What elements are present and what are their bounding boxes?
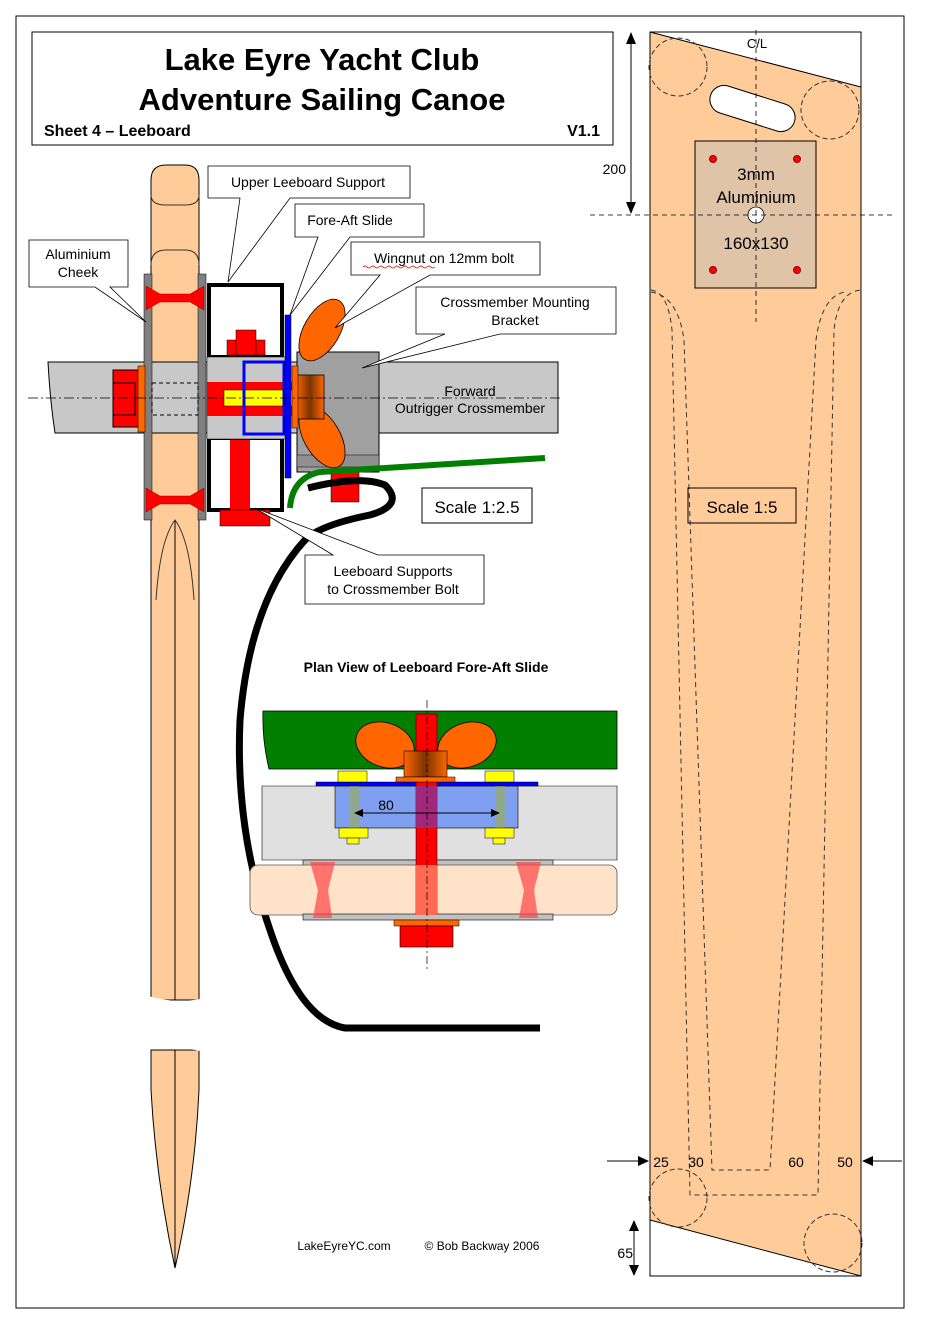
callout-crossmember-bracket: Crossmember Mounting Bracket	[361, 286, 617, 369]
leeboard-profile: C/L 3mm Aluminium 160x130 Scale 1:5 200 …	[590, 30, 902, 1277]
title-block: Lake Eyre Yacht Club Adventure Sailing C…	[31, 31, 614, 146]
plan-dimension: 80	[378, 797, 394, 813]
centerline-label: C/L	[747, 36, 767, 51]
crossmember-label-1: Forward	[444, 383, 495, 399]
svg-text:Fore-Aft Slide: Fore-Aft Slide	[307, 212, 393, 228]
svg-text:Wingnut on 12mm bolt: Wingnut on 12mm bolt	[374, 250, 514, 266]
wingnut-body	[295, 374, 325, 420]
svg-text:to Crossmember Bolt: to Crossmember Bolt	[327, 581, 459, 597]
callout-upper-support: Upper Leeboard Support	[207, 165, 411, 283]
crossmember-label-2: Outrigger Crossmember	[395, 400, 545, 416]
svg-text:Crossmember Mounting: Crossmember Mounting	[440, 294, 589, 310]
plan-view: 80	[249, 700, 618, 970]
rivet-lower	[145, 487, 205, 513]
wingnut-wing-upper	[298, 298, 346, 362]
break-mark	[145, 995, 205, 1052]
callout-aluminium-cheek: Aluminium Cheek	[28, 239, 147, 323]
svg-text:Upper Leeboard Support: Upper Leeboard Support	[231, 174, 385, 190]
hull-skin	[287, 455, 546, 509]
spellcheck-underline	[362, 265, 436, 269]
aluminium-cheek-right	[197, 273, 207, 521]
svg-text:Bracket: Bracket	[491, 312, 539, 328]
scale-section: Scale 1:2.5	[421, 487, 533, 524]
dimension-200: 200	[603, 161, 627, 177]
fore-aft-slide-plate	[284, 314, 292, 479]
plate-label-3: 160x130	[723, 234, 788, 253]
callout-wingnut: Wingnut on 12mm bolt	[334, 241, 541, 329]
width-label-30: 30	[688, 1154, 704, 1170]
plan-view-title: Plan View of Leeboard Fore-Aft Slide	[304, 659, 549, 675]
svg-text:Scale 1:5: Scale 1:5	[707, 498, 778, 517]
svg-text:Cheek: Cheek	[58, 264, 99, 280]
footer-copyright: © Bob Backway 2006	[425, 1239, 540, 1253]
scale-leeboard	[687, 487, 797, 524]
version-label: V1.1	[567, 123, 600, 140]
dimension-65: 65	[617, 1245, 633, 1261]
callout-supports-bolt: Leeboard Supports to Crossmember Bolt	[254, 507, 485, 605]
width-label-50: 50	[837, 1154, 853, 1170]
svg-text:Aluminium: Aluminium	[45, 246, 110, 262]
title-line-2: Adventure Sailing Canoe	[139, 82, 506, 117]
footer-website: LakeEyreYC.com	[297, 1239, 390, 1253]
leeboard-blank	[649, 31, 862, 1277]
washer	[137, 365, 146, 433]
plate-label-2: Aluminium	[716, 188, 795, 207]
title-line-1: Lake Eyre Yacht Club	[165, 42, 480, 77]
plate-label-1: 3mm	[737, 165, 775, 184]
leeboard-side-view	[145, 164, 205, 1269]
width-label-25: 25	[653, 1154, 669, 1170]
handle-slot	[709, 84, 796, 133]
callout-fore-aft-slide: Fore-Aft Slide	[289, 203, 425, 316]
strap	[235, 477, 540, 1032]
rivet-upper	[145, 285, 205, 311]
svg-text:Scale 1:2.5: Scale 1:2.5	[434, 498, 519, 517]
svg-text:Leeboard Supports: Leeboard Supports	[333, 563, 452, 579]
sheet-label: Sheet 4 – Leeboard	[44, 123, 191, 140]
width-label-60: 60	[788, 1154, 804, 1170]
sheet-border	[15, 15, 905, 1309]
